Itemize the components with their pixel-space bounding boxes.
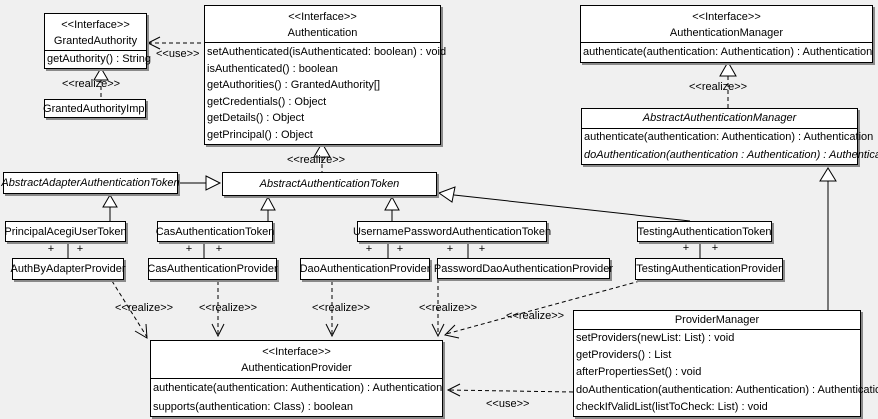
class-granted-authority-impl[interactable]: GrantedAuthorityImpl (43, 99, 147, 118)
class-name: PasswordDaoAuthenticationProvider (433, 262, 614, 275)
label-realize: <<realize>> (199, 302, 258, 314)
assoc-end-plus: + (711, 242, 719, 254)
method: authenticate(authentication: Authenticat… (584, 131, 874, 143)
triangle-abstractauthenticationtoken-left (205, 175, 222, 191)
class-name: CasAuthenticationProvider (147, 263, 278, 275)
class-dao-authentication-provider[interactable]: DaoAuthenticationProvider (300, 258, 430, 280)
class-name: DaoAuthenticationProvider (299, 263, 431, 275)
method: getPrincipal() : Object (207, 128, 313, 141)
class-name: CasAuthenticationToken (155, 225, 275, 238)
class-name: AuthByAdapterProvider (10, 263, 126, 275)
triangle-grantedauthority (93, 67, 109, 81)
method-abstract: doAuthentication(authentication : Authen… (584, 148, 878, 161)
method: authenticate(authentication: Authenticat… (153, 382, 443, 394)
method: getProviders() : List (576, 349, 672, 362)
class-abstract-authentication-manager[interactable]: AbstractAuthenticationManager authentica… (581, 108, 878, 165)
class-name: AbstractAuthenticationToken (259, 178, 400, 190)
method: checkIfValidList(listToCheck: List) : vo… (576, 400, 768, 413)
method: getDetails() : Object (207, 112, 305, 125)
assoc-end-plus: + (215, 243, 223, 255)
label-use: <<use>> (486, 398, 530, 410)
edge-use-providermanager-authenticationprovider (447, 389, 574, 393)
label-realize: <<realize>> (115, 302, 174, 314)
label-realize: <<realize>> (419, 302, 478, 314)
class-authentication-manager[interactable]: <<Interface>> AuthenticationManager auth… (580, 5, 873, 63)
class-testing-authentication-token[interactable]: TestingAuthenticationToken (637, 221, 772, 242)
label-realize: <<realize>> (287, 154, 346, 166)
arrow-realize-dao (325, 323, 339, 338)
class-cas-authentication-token[interactable]: CasAuthenticationToken (155, 221, 275, 242)
class-name: ProviderManager (574, 311, 860, 330)
method: getAuthorities() : GrantedAuthority[] (207, 79, 381, 92)
class-provider-manager[interactable]: ProviderManager setProviders(newList: Li… (573, 310, 878, 418)
triangle-abstractadaptertoken (102, 194, 118, 208)
class-username-password-authentication-token[interactable]: UsernamePasswordAuthenticationToken (353, 221, 551, 242)
assoc-end-plus: + (47, 243, 55, 255)
stereotype: <<Interface>> (692, 11, 761, 23)
class-granted-authority[interactable]: <<Interface>> GrantedAuthority getAuthor… (44, 13, 151, 69)
class-name: UsernamePasswordAuthenticationToken (352, 225, 552, 238)
assoc-end-plus: + (76, 243, 84, 255)
class-name: TestingAuthenticationToken (637, 225, 772, 238)
triangle-abstractauthenticationmanager (819, 167, 837, 182)
class-name: AbstractAdapterAuthenticationToken (1, 177, 180, 189)
label-realize: <<realize>> (506, 310, 565, 322)
assoc-end-plus: + (365, 243, 373, 255)
method: supports(authentication: Class) : boolea… (153, 400, 353, 413)
class-cas-authentication-provider[interactable]: CasAuthenticationProvider (147, 258, 278, 280)
arrow-use-grantedauthority (146, 36, 161, 50)
method: getAuthority() : String (47, 53, 151, 65)
stereotype: <<Interface>> (61, 19, 130, 31)
triangle-authentication (313, 141, 331, 158)
edge-gen-testingauthenticationtoken (453, 194, 691, 222)
class-password-dao-authentication-provider[interactable]: PasswordDaoAuthenticationProvider (433, 258, 614, 279)
triangle-authenticationmanager (719, 60, 737, 77)
edge-realize-testingauthenticationprovider (445, 280, 641, 335)
method: setProviders(newList: List) : void (576, 332, 735, 344)
assoc-end-plus: + (185, 243, 193, 255)
class-name: AuthenticationManager (669, 27, 784, 39)
arrow-realize-passworddao (431, 323, 445, 338)
method: afterPropertiesSet() : void (576, 366, 702, 379)
label-use: <<use>> (156, 48, 200, 60)
arrow-realize-testing (443, 324, 460, 339)
class-name: TestingAuthenticationProvider (636, 263, 782, 275)
assoc-end-plus: + (478, 243, 486, 255)
stereotype: <<Interface>> (262, 346, 331, 358)
class-name: PrincipalAcegiUserToken (4, 225, 127, 238)
class-testing-authentication-provider[interactable]: TestingAuthenticationProvider (635, 258, 783, 280)
class-abstract-adapter-authentication-token[interactable]: AbstractAdapterAuthenticationToken (1, 172, 180, 194)
triangle-abstracttoken-cas (260, 195, 276, 211)
method: authenticate(authentication: Authenticat… (583, 46, 873, 58)
arrow-realize-cas (211, 323, 225, 338)
stereotype: <<Interface>> (288, 11, 357, 23)
assoc-end-plus: + (446, 243, 454, 255)
method: doAuthentication(authentication: Authent… (576, 383, 878, 396)
arrow-use-authenticationprovider (446, 383, 461, 397)
class-name: GrantedAuthorityImpl (43, 102, 147, 115)
class-name: GrantedAuthority (53, 35, 138, 47)
class-name: Authentication (287, 27, 358, 39)
class-principal-acegi-user-token[interactable]: PrincipalAcegiUserToken (4, 221, 127, 242)
class-name: AbstractAuthenticationManager (582, 109, 857, 129)
class-authentication[interactable]: <<Interface>> Authentication setAuthenti… (204, 5, 447, 145)
label-realize: <<realize>> (312, 302, 371, 314)
method: getCredentials() : Object (207, 95, 327, 108)
arrow-realize-authbyadapter (134, 323, 148, 339)
triangle-abstracttoken-testing (437, 186, 456, 203)
triangle-abstracttoken-usernamepwd (384, 195, 400, 211)
class-abstract-authentication-token[interactable]: AbstractAuthenticationToken (222, 172, 437, 196)
assoc-end-plus: + (682, 242, 690, 254)
label-realize: <<realize>> (689, 81, 748, 93)
class-auth-by-adapter-provider[interactable]: AuthByAdapterProvider (10, 258, 126, 280)
method: isAuthenticated() : boolean (207, 62, 338, 75)
class-name: AuthenticationProvider (241, 362, 352, 374)
assoc-end-plus: + (396, 243, 404, 255)
method: setAuthenticated(isAuthenticated: boolea… (207, 46, 447, 58)
class-authentication-provider[interactable]: <<Interface>> AuthenticationProvider aut… (150, 340, 443, 417)
label-realize: <<realize>> (62, 78, 121, 90)
